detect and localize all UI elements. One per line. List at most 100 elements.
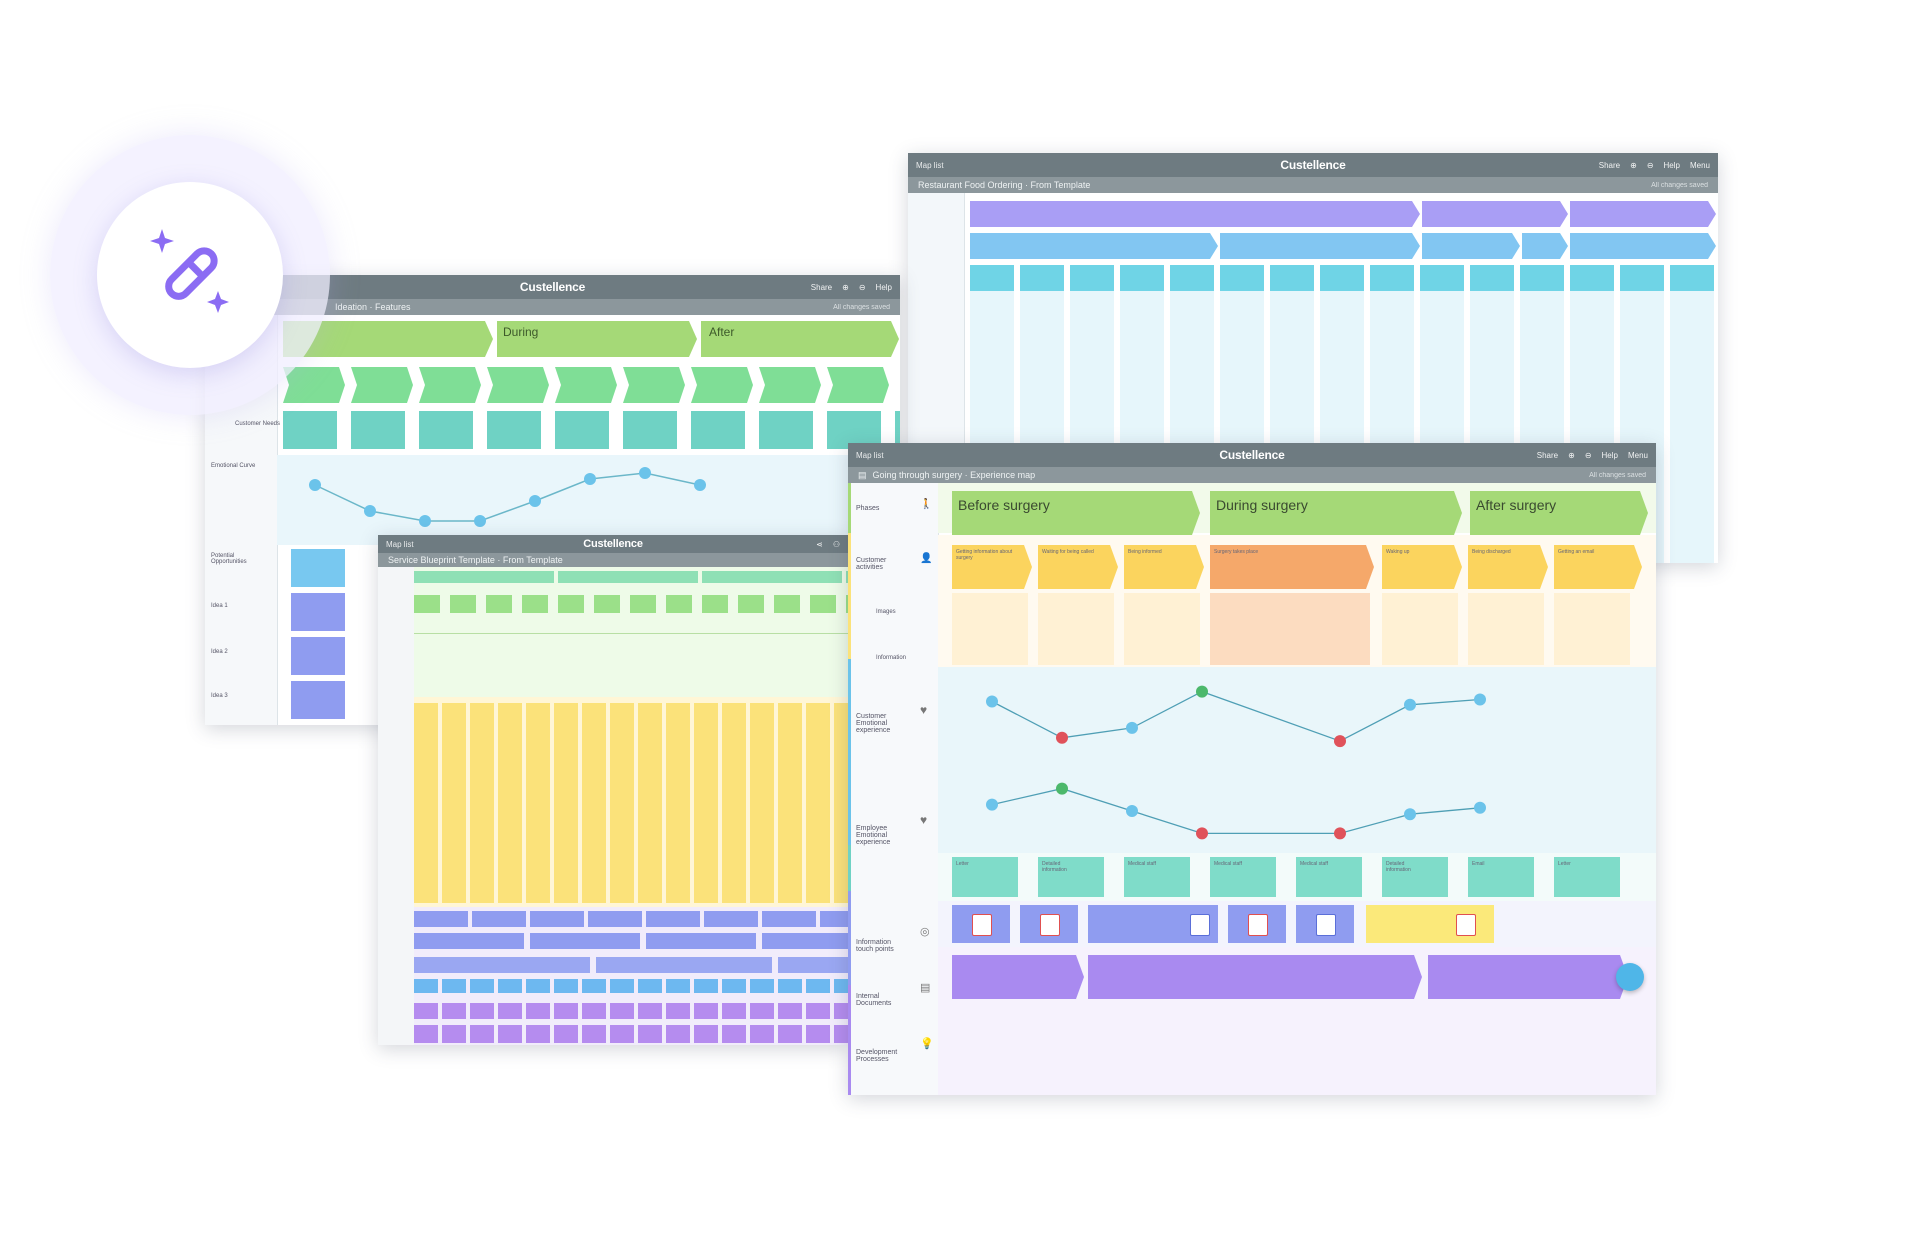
menu-button[interactable]: Menu (1689, 160, 1710, 170)
activity-card[interactable]: Waking up (1382, 545, 1462, 589)
map-list-link[interactable]: Map list (386, 539, 414, 549)
doc-title[interactable]: Ideation · Features (335, 302, 411, 312)
touch-point-card[interactable]: Detailed information (1038, 857, 1104, 897)
help-button[interactable]: Help (875, 282, 892, 292)
titlebar: Map list Custellence Share ⊕ ⊖ Help Menu (848, 443, 1656, 467)
window-service-blueprint: Map list Custellence ⋖ ⚇ Service Bluepri… (378, 535, 848, 1045)
process-chevron[interactable] (952, 955, 1084, 999)
map-list-link[interactable]: Map list (916, 160, 944, 170)
phase-chevron-after[interactable]: After (701, 321, 899, 357)
doc-title[interactable]: Going through surgery · Experience map (872, 470, 1036, 480)
zoom-out-icon[interactable]: ⊖ (858, 282, 866, 292)
customer-emotion-point[interactable] (1126, 721, 1138, 734)
emotional-curve-lane (277, 455, 900, 545)
pdf-icon (972, 914, 992, 936)
doc-title[interactable]: Restaurant Food Ordering · From Template (918, 180, 1091, 190)
lane-label: Idea 3 (211, 693, 228, 699)
phase-before-surgery[interactable]: Before surgery (952, 491, 1200, 535)
phase-chevron[interactable] (970, 201, 1420, 227)
touch-point-label: Letter (956, 861, 969, 867)
share-button[interactable]: Share (1536, 450, 1559, 460)
map-list-link[interactable]: Map list (856, 450, 884, 460)
lane-label-images: Images (876, 609, 896, 615)
pdf-icon (1456, 914, 1476, 936)
lane-label: Customer Needs (235, 421, 281, 427)
lane-label: Potential Opportunities (211, 553, 247, 565)
customer-emotion-point[interactable] (986, 695, 998, 708)
zoom-out-icon[interactable]: ⊖ (1646, 160, 1654, 170)
stage-chevron[interactable] (1570, 233, 1716, 259)
save-status: All changes saved (1651, 181, 1708, 189)
touch-point-card[interactable]: Email (1468, 857, 1534, 897)
phase-during-surgery[interactable]: During surgery (1210, 491, 1462, 535)
zoom-in-icon[interactable]: ⊕ (1568, 450, 1575, 460)
person-icon: 👤 (920, 553, 933, 564)
share-icon[interactable]: ⋖ (816, 539, 823, 549)
help-button[interactable]: Help (1663, 160, 1680, 170)
lane-label-employee-emotional: Employee Emotional experience (856, 825, 891, 846)
phase-chevron[interactable] (1570, 201, 1716, 227)
menu-button[interactable]: Menu (1627, 450, 1648, 460)
share-button[interactable]: Share (1598, 160, 1621, 170)
employee-emotion-point[interactable] (1474, 801, 1486, 814)
lane-label: Idea 1 (211, 603, 228, 609)
process-chevron[interactable] (1428, 955, 1628, 999)
zoom-in-icon[interactable]: ⊕ (1630, 160, 1637, 170)
customer-emotion-point[interactable] (1056, 731, 1068, 744)
employee-emotion-point[interactable] (1056, 782, 1068, 795)
idea-card[interactable] (291, 637, 345, 675)
employee-emotion-point[interactable] (1404, 808, 1416, 821)
lane-label-customer-activities: Customer activities (856, 557, 887, 571)
employee-emotion-curve (986, 782, 1486, 840)
activity-card[interactable]: Surgery takes place (1210, 545, 1374, 589)
brand-logo: Custellence (583, 538, 643, 550)
pdf-icon (1248, 914, 1268, 936)
customer-emotion-point[interactable] (1404, 698, 1416, 711)
opportunity-card[interactable] (291, 549, 345, 587)
users-icon[interactable]: ⚇ (832, 539, 840, 549)
stage-chevron[interactable] (1422, 233, 1520, 259)
customer-emotion-point[interactable] (1334, 735, 1346, 748)
heart-icon: ♥ (920, 813, 928, 827)
touch-point-card[interactable]: Medical staff (1296, 857, 1362, 897)
emotional-curve (309, 467, 706, 527)
phase-chevron-during[interactable]: During (497, 321, 697, 357)
process-chevron[interactable] (1088, 955, 1422, 999)
touch-point-card[interactable]: Letter (952, 857, 1018, 897)
phase-chevron[interactable] (1422, 201, 1568, 227)
zoom-in-icon[interactable]: ⊕ (842, 282, 849, 292)
lane-label: Idea 2 (211, 649, 228, 655)
employee-emotion-point[interactable] (1126, 805, 1138, 817)
titlebar: Map list Custellence ⋖ ⚇ (378, 535, 848, 553)
employee-emotion-point[interactable] (986, 798, 998, 811)
activity-card[interactable]: Being informed (1124, 545, 1204, 589)
stage-chevron[interactable] (1522, 233, 1568, 259)
customer-emotion-curve (986, 685, 1486, 748)
doc-title[interactable]: Service Blueprint Template · From Templa… (388, 555, 563, 565)
touch-point-card[interactable]: Medical staff (1210, 857, 1276, 897)
employee-emotion-point[interactable] (1334, 827, 1346, 840)
touch-point-card[interactable]: Medical staff (1124, 857, 1190, 897)
doc-bar: Service Blueprint Template · From Templa… (378, 553, 848, 567)
phase-after-surgery[interactable]: After surgery (1470, 491, 1648, 535)
chat-button[interactable] (1616, 963, 1644, 991)
touch-point-card[interactable]: Detailed information (1382, 857, 1448, 897)
stage-chevron[interactable] (1220, 233, 1420, 259)
zoom-out-icon[interactable]: ⊖ (1584, 450, 1592, 460)
employee-emotion-point[interactable] (1196, 827, 1208, 840)
activity-card[interactable]: Waiting for being called (1038, 545, 1118, 589)
touch-point-label: Medical staff (1214, 861, 1242, 867)
share-button[interactable]: Share (810, 282, 833, 292)
customer-emotion-point[interactable] (1196, 685, 1208, 698)
activity-card[interactable]: Getting an email (1554, 545, 1642, 589)
customer-emotion-point[interactable] (1474, 693, 1486, 706)
idea-card[interactable] (291, 681, 345, 719)
activity-card[interactable]: Being discharged (1468, 545, 1548, 589)
activity-card[interactable]: Getting information about surgery (952, 545, 1032, 589)
idea-card[interactable] (291, 593, 345, 631)
lane-label-development: Development Processes (856, 1049, 898, 1063)
stage-chevron[interactable] (970, 233, 1218, 259)
touch-point-card[interactable]: Letter (1554, 857, 1620, 897)
help-button[interactable]: Help (1601, 450, 1618, 460)
doc-bar: Restaurant Food Ordering · From Template… (908, 177, 1718, 193)
